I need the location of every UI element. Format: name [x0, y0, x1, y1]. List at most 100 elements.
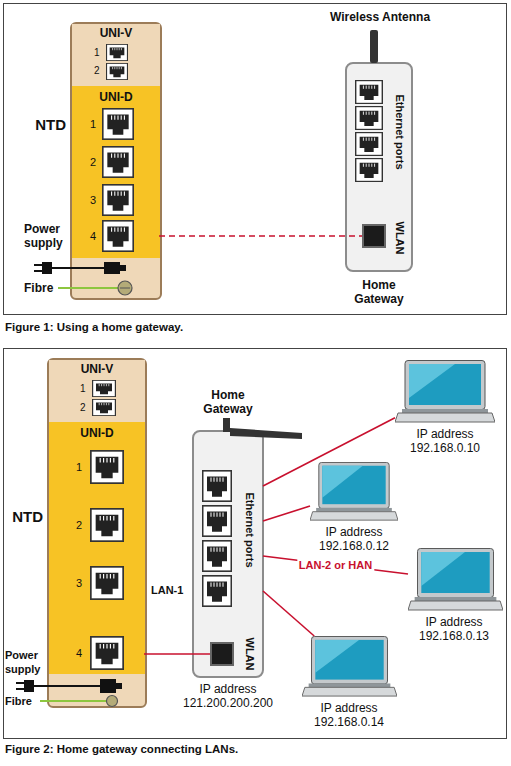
text-holder: 1 [94, 46, 104, 60]
rj11-port [107, 63, 128, 79]
figure-frame [4, 4, 507, 315]
rj45-port [356, 81, 383, 104]
rj45-port [91, 637, 123, 669]
laptop-lid [312, 636, 388, 683]
port-number: 2 [76, 518, 86, 532]
laptop-hinge [415, 597, 497, 601]
power-socket [120, 265, 126, 271]
text-holder: UNI-V [49, 362, 145, 376]
text-holder: 4 [90, 229, 100, 243]
text-holder: NTD [28, 118, 66, 132]
text-holder: 1 [76, 460, 86, 474]
wlan-port: WLAN [210, 642, 234, 666]
laptop-hinge [309, 683, 391, 687]
laptop-lid [418, 549, 494, 598]
fibre-cable [40, 700, 106, 702]
network-label: LAN-1 [151, 583, 191, 597]
rj45-port [203, 576, 232, 606]
power-cable [34, 685, 100, 687]
laptop: IP address 192.168.0.10 [395, 360, 495, 424]
text-holder: NTD [5, 510, 43, 524]
laptop-base [310, 512, 398, 520]
rj45-port [91, 567, 123, 599]
laptop-outline [395, 360, 495, 424]
text-holder: Power supply [5, 648, 45, 676]
text-holder: Figure 2: Home gateway connecting LANs. [5, 742, 445, 756]
part-label: Fibre [5, 694, 39, 708]
screen-glare [421, 552, 465, 586]
laptop: IP address 192.168.0.12 [310, 462, 398, 522]
antenna [230, 428, 302, 439]
wlan-port: WLAN [362, 224, 386, 248]
power-socket [100, 679, 116, 693]
figure-frame [4, 349, 507, 739]
device-label: UNI-D [72, 90, 160, 104]
rj11-port [107, 44, 128, 60]
plug-prong [34, 270, 42, 272]
plug-prong [16, 688, 24, 690]
figure-caption: Figure 2: Home gateway connecting LANs. [5, 742, 445, 756]
part-label: Power supply [5, 648, 45, 676]
screen-glare [322, 466, 362, 498]
text-holder: IP address 192.168.0.10 [390, 427, 500, 455]
text-holder: IP address 121.200.200.200 [173, 682, 283, 710]
ethernet-cable [144, 653, 210, 655]
rj11-port [93, 380, 116, 396]
text-holder: 2 [80, 401, 90, 415]
laptop-hinge [316, 508, 392, 512]
rj45-port [103, 109, 133, 139]
laptop-screen [315, 640, 383, 680]
text-holder: 2 [76, 518, 86, 532]
rj45-port [356, 107, 383, 130]
rj45-port [91, 451, 123, 483]
port-number: 2 [80, 401, 90, 415]
text-holder: UNI-V [72, 26, 160, 40]
port-number: 2 [90, 155, 100, 169]
antenna [370, 30, 378, 63]
rj45-port [91, 509, 123, 541]
rj45-port [103, 147, 133, 177]
port-label: WLAN [393, 218, 407, 258]
ip-address: IP address 192.168.0.12 [304, 525, 404, 553]
device-label: Home Gateway [339, 278, 419, 306]
power-socket [116, 683, 122, 689]
text-holder: 2 [90, 155, 100, 169]
power-cable [52, 267, 104, 269]
network-label: LAN-2 or HAN [297, 559, 374, 572]
port-number: 1 [94, 46, 104, 60]
dashed-cable [159, 235, 362, 237]
text-holder: WLAN [243, 634, 257, 674]
text-holder: Home Gateway [339, 278, 419, 306]
laptop-lid [319, 462, 389, 508]
device-label: NTD [5, 510, 43, 524]
text-holder: UNI-D [72, 90, 160, 104]
plug-prong [16, 682, 24, 684]
power-plug [42, 262, 52, 274]
screen-glare [315, 640, 359, 673]
text-holder: Figure 1: Using a home gateway. [5, 320, 445, 334]
rj45-port [203, 506, 232, 536]
rj45-port [356, 159, 383, 182]
laptop-outline [302, 636, 397, 698]
ip-address: IP address 192.168.0.10 [390, 427, 500, 455]
port-label: WLAN [243, 634, 257, 674]
text-holder: Ethernet ports [243, 480, 257, 580]
ip-address: IP address 192.168.0.13 [404, 615, 504, 643]
laptop-base [302, 687, 397, 696]
fibre-cable [58, 287, 118, 289]
ip-address: IP address 192.168.0.14 [299, 701, 399, 729]
power-socket [104, 262, 120, 274]
text-holder: UNI-D [49, 426, 145, 440]
antenna [223, 418, 230, 432]
device-label: NTD [28, 118, 66, 132]
text-holder: IP address 192.168.0.13 [404, 615, 504, 643]
power-plug [24, 680, 34, 692]
port-label: Ethernet ports [243, 480, 257, 580]
text-holder: LAN-1 [151, 583, 191, 597]
fibre-connector [120, 288, 130, 289]
part-label: Wireless Antenna [300, 10, 460, 24]
laptop-outline [310, 462, 398, 522]
device-label: UNI-D [49, 426, 145, 440]
text-holder: IP address 192.168.0.14 [299, 701, 399, 729]
port-number: 1 [76, 460, 86, 474]
